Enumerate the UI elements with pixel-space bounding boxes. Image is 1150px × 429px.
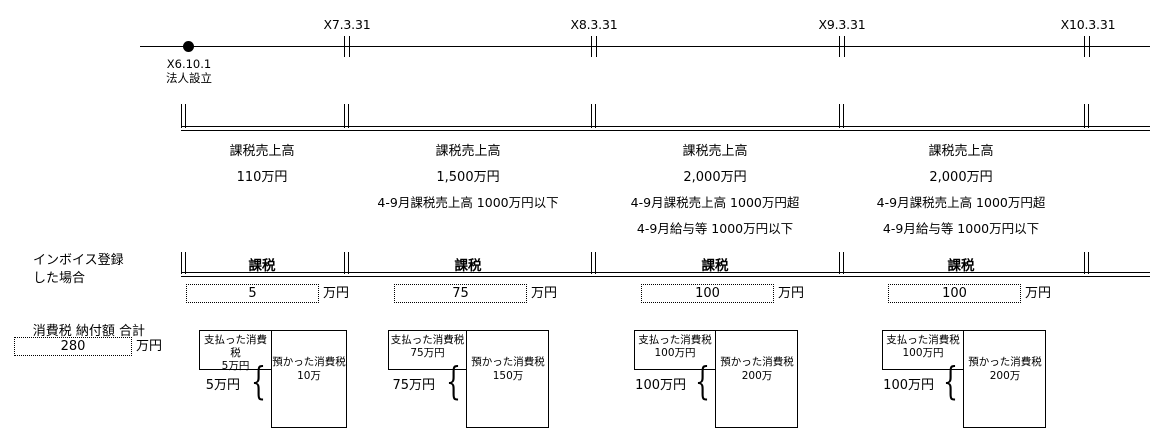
period-3-condition-2: 4-9月給与等 1000万円以下 bbox=[636, 220, 794, 236]
kazei-label-3: 課税 bbox=[701, 258, 729, 274]
paid-tax-box-1: 支払った消費税 5万円 bbox=[199, 330, 272, 373]
paid-tax-label-2: 支払った消費税 bbox=[390, 334, 465, 346]
paid-tax-value-1: 5万円 bbox=[221, 360, 250, 373]
period-2-sales-value: 1,500万円 bbox=[436, 170, 500, 185]
paid-tax-label-4: 支払った消費税 bbox=[886, 334, 960, 346]
tax-value-unit-4: 万円 bbox=[1025, 286, 1052, 301]
paid-tax-box-2: 支払った消費税 75万円 bbox=[388, 330, 467, 370]
kazei-band-tick-0 bbox=[181, 252, 186, 274]
net-amount-4: 100万円 bbox=[883, 378, 934, 393]
paid-tax-box-3: 支払った消費税 100万円 bbox=[634, 330, 716, 370]
kazei-band-tick-3 bbox=[839, 252, 844, 274]
invoice-row-label: インボイス登録 した場合 bbox=[33, 252, 124, 287]
total-label: 消費税 納付額 合計 bbox=[32, 324, 145, 339]
kazei-band-tick-2 bbox=[591, 252, 596, 274]
paid-tax-value-4: 100万円 bbox=[902, 347, 944, 360]
tax-value-box-1[interactable]: 5 bbox=[186, 284, 319, 303]
period-bracket-tick-2 bbox=[591, 104, 596, 128]
total-value-unit: 万円 bbox=[136, 339, 163, 354]
net-amount-2: 75万円 bbox=[392, 378, 435, 393]
timeline-tick-label-2: X8.3.31 bbox=[570, 17, 618, 32]
timeline-origin-label: X6.10.1 法人設立 bbox=[166, 57, 212, 86]
net-amount-3: 100万円 bbox=[635, 378, 686, 393]
total-value-box[interactable]: 280 bbox=[14, 337, 132, 356]
tax-value-unit-1: 万円 bbox=[323, 286, 350, 301]
period-1-sales-value: 110万円 bbox=[236, 170, 288, 185]
paid-tax-label-1: 支払った消費税 bbox=[204, 334, 267, 360]
period-block-4: 課税売上高 2,000万円 4-9月課税売上高 1000万円超 4-9月給与等 … bbox=[877, 145, 1046, 235]
kazei-band-tick-1 bbox=[344, 252, 349, 274]
timeline-tick-label-4: X10.3.31 bbox=[1060, 17, 1116, 32]
received-tax-box-3 bbox=[715, 330, 798, 428]
period-bracket-tick-3 bbox=[839, 104, 844, 128]
period-4-sales-label: 課税売上高 bbox=[928, 144, 994, 159]
period-1-sales-label: 課税売上高 bbox=[229, 144, 295, 159]
timeline-tick-4 bbox=[1084, 36, 1090, 57]
period-3-sales-label: 課税売上高 bbox=[682, 144, 748, 159]
received-tax-text-2: 預かった消費税 150万 bbox=[471, 356, 545, 383]
period-bracket-rule bbox=[181, 126, 1150, 131]
tax-value-unit-3: 万円 bbox=[778, 286, 805, 301]
timeline-tick-label-3: X9.3.31 bbox=[818, 17, 866, 32]
tax-value-box-4[interactable]: 100 bbox=[888, 284, 1021, 303]
net-brace-2: { bbox=[446, 359, 461, 403]
period-4-sales-value: 2,000万円 bbox=[929, 170, 993, 185]
kazei-label-4: 課税 bbox=[947, 258, 975, 274]
period-3-condition-1: 4-9月課税売上高 1000万円超 bbox=[630, 195, 800, 210]
timeline-tick-1 bbox=[344, 36, 350, 57]
net-amount-1: 5万円 bbox=[205, 378, 240, 393]
kazei-label-1: 課税 bbox=[248, 258, 276, 274]
period-block-2: 課税売上高 1,500万円 4-9月課税売上高 1000万円以下 bbox=[377, 145, 558, 210]
period-3-sales-value: 2,000万円 bbox=[683, 170, 747, 185]
kazei-label-2: 課税 bbox=[454, 258, 482, 274]
net-brace-3: { bbox=[695, 359, 710, 403]
invoice-label-line2: した場合 bbox=[33, 270, 86, 286]
received-tax-label-1: 預かった消費税 bbox=[272, 356, 346, 368]
period-2-sales-label: 課税売上高 bbox=[435, 144, 501, 159]
received-tax-text-1: 預かった消費税 10万 bbox=[272, 356, 346, 383]
received-tax-label-2: 預かった消費税 bbox=[471, 356, 545, 368]
origin-event: 法人設立 bbox=[166, 71, 212, 86]
period-4-condition-2: 4-9月給与等 1000万円以下 bbox=[882, 220, 1040, 236]
received-tax-text-4: 預かった消費税 200万 bbox=[968, 356, 1042, 383]
period-bracket-tick-4 bbox=[1084, 104, 1089, 128]
timeline-tick-2 bbox=[591, 36, 597, 57]
tax-value-unit-2: 万円 bbox=[531, 286, 558, 301]
paid-tax-value-3: 100万円 bbox=[654, 347, 696, 360]
received-tax-label-4: 預かった消費税 bbox=[968, 356, 1042, 368]
period-bracket-tick-1 bbox=[344, 104, 349, 128]
received-tax-value-1: 10万 bbox=[297, 369, 321, 382]
net-brace-4: { bbox=[943, 359, 958, 403]
origin-date: X6.10.1 bbox=[166, 57, 212, 71]
timeline-tick-label-1: X7.3.31 bbox=[323, 17, 371, 32]
kazei-band-tick-4 bbox=[1084, 252, 1089, 274]
timeline-origin-dot bbox=[183, 41, 194, 52]
paid-tax-value-2: 75万円 bbox=[410, 347, 445, 360]
tax-value-box-2[interactable]: 75 bbox=[394, 284, 527, 303]
period-2-condition-1: 4-9月課税売上高 1000万円以下 bbox=[377, 195, 559, 210]
paid-tax-box-4: 支払った消費税 100万円 bbox=[882, 330, 964, 370]
timeline-tick-3 bbox=[839, 36, 845, 57]
received-tax-box-4 bbox=[963, 330, 1046, 428]
net-brace-1: { bbox=[251, 359, 266, 403]
received-tax-value-3: 200万 bbox=[741, 369, 773, 382]
received-tax-box-1 bbox=[271, 330, 347, 428]
timeline-axis bbox=[140, 46, 1150, 47]
received-tax-value-2: 150万 bbox=[492, 369, 524, 382]
paid-tax-label-3: 支払った消費税 bbox=[638, 334, 712, 346]
period-block-3: 課税売上高 2,000万円 4-9月課税売上高 1000万円超 4-9月給与等 … bbox=[631, 145, 800, 235]
tax-value-box-3[interactable]: 100 bbox=[641, 284, 774, 303]
period-block-1: 課税売上高 110万円 bbox=[229, 145, 294, 184]
received-tax-value-4: 200万 bbox=[989, 369, 1021, 382]
period-4-condition-1: 4-9月課税売上高 1000万円超 bbox=[876, 195, 1046, 210]
period-bracket-tick-0 bbox=[181, 104, 186, 128]
received-tax-box-2 bbox=[466, 330, 549, 428]
received-tax-label-3: 預かった消費税 bbox=[720, 356, 794, 368]
invoice-label-line1: インボイス登録 bbox=[33, 253, 124, 268]
kazei-band-rule bbox=[181, 272, 1150, 277]
received-tax-text-3: 預かった消費税 200万 bbox=[720, 356, 794, 383]
